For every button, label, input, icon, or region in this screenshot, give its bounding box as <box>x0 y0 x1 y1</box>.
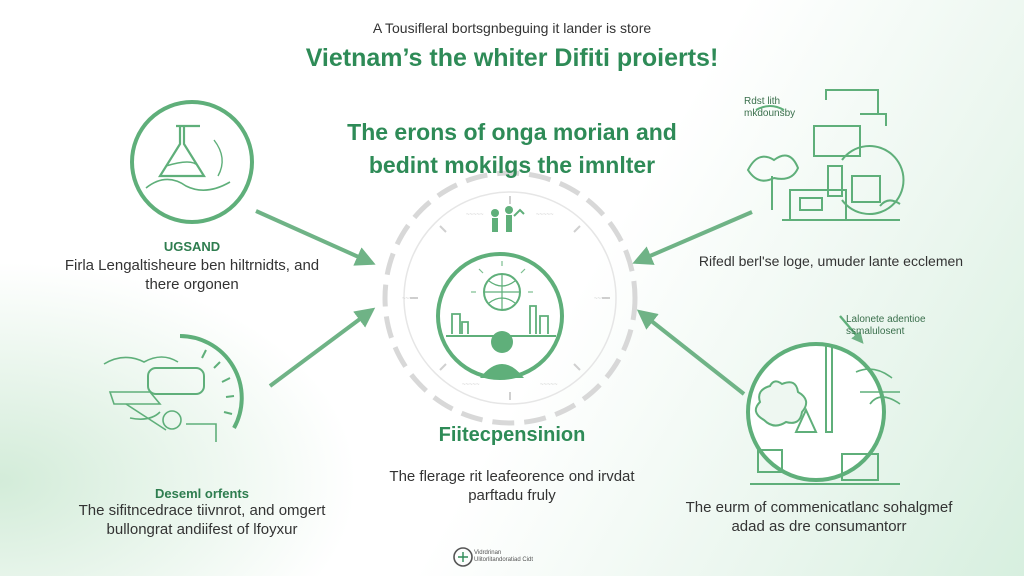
node-bottom-right-tag: Lalonete adentioe ssmalulosent <box>846 314 926 338</box>
center-hub-icon <box>436 206 564 380</box>
footer-logo: Vidrdrinan Ulitorlitandoratiad Cidt <box>474 550 533 564</box>
subtitle-line-1: The erons of onga morian and <box>347 119 677 145</box>
node-top-left-heading: UGSAND <box>163 239 221 254</box>
node-top-left-caption: Firla Lengaltisheure ben hiltrnidts, and… <box>40 256 344 294</box>
svg-text:~~~~~: ~~~~~ <box>462 382 480 388</box>
logo-icon <box>453 547 473 567</box>
node-top-right-tag-line-2: mkdounsby <box>744 108 796 119</box>
svg-text:~~~~~: ~~~~~ <box>540 382 558 388</box>
node-bottom-right-tag-line-2: ssmalulosent <box>846 326 905 337</box>
node-bottom-right-caption: The eurm of commenicatlanc sohalgmef ada… <box>664 498 974 536</box>
page-title: Vietnam’s the whiter Difiti proierts! <box>305 44 719 72</box>
node-top-right-caption: Rifedl berl'se loge, umuder lante ecclem… <box>698 253 964 269</box>
svg-text:~~~~~: ~~~~~ <box>466 212 484 218</box>
consumer-cluster-icon <box>746 315 901 485</box>
node-top-left-caption-line-2: there orgonen <box>145 276 239 293</box>
center-caption-line-2: parftadu fruly <box>468 487 556 504</box>
center-caption: The flerage rit leafeorence ond irvdat p… <box>312 467 712 505</box>
node-bottom-left-caption: The sifitncedrace tiivnrot, and omgert b… <box>50 501 354 539</box>
node-bottom-right-caption-line-2: adad as dre consumantorr <box>731 518 907 535</box>
svg-text:~~~~: ~~~~ <box>402 296 417 302</box>
node-bottom-right-caption-line-1: The eurm of commenicatlanc sohalgmef <box>685 499 953 516</box>
node-bottom-right-tag-line-1: Lalonete adentioe <box>846 314 926 325</box>
footer-logo-line-2: Ulitorlitandoratiad Cidt <box>474 557 534 563</box>
svg-text:~~~~: ~~~~ <box>594 296 609 302</box>
flow-arrows <box>255 209 753 396</box>
node-top-right-tag-line-1: Rdst lith <box>744 96 781 107</box>
flask-icon <box>130 100 254 224</box>
svg-text:~~~~~: ~~~~~ <box>536 212 554 218</box>
node-top-left-caption-line-1: Firla Lengaltisheure ben hiltrnidts, and <box>64 257 320 274</box>
node-bottom-left-caption-line-2: bullongrat andiifest of lfoyxur <box>106 521 298 538</box>
node-bottom-left-heading: Deseml orfents <box>155 486 249 501</box>
subtitle-line-2: bedint mokilgs the imnlter <box>368 152 656 178</box>
center-label: Fiitecpensinion <box>438 424 586 446</box>
commerce-cluster-icon <box>746 89 905 221</box>
footer-logo-line-1: Vidrdrinan <box>474 550 502 556</box>
node-bottom-left-caption-line-1: The sifitncedrace tiivnrot, and omgert <box>78 502 326 519</box>
header-kicker: A Tousifleral bortsgnbeguing it lander i… <box>372 20 652 36</box>
page-subtitle: The erons of onga morian and bedint moki… <box>262 116 762 182</box>
center-caption-line-1: The flerage rit leafeorence ond irvdat <box>389 468 635 485</box>
machinery-icon <box>103 334 244 442</box>
node-top-right-tag: Rdst lith mkdounsby <box>744 96 795 120</box>
center-dashed-ring: ~~~~~ ~~~~~ ~~~~ ~~~~ ~~~~~ ~~~~~ <box>382 170 638 426</box>
